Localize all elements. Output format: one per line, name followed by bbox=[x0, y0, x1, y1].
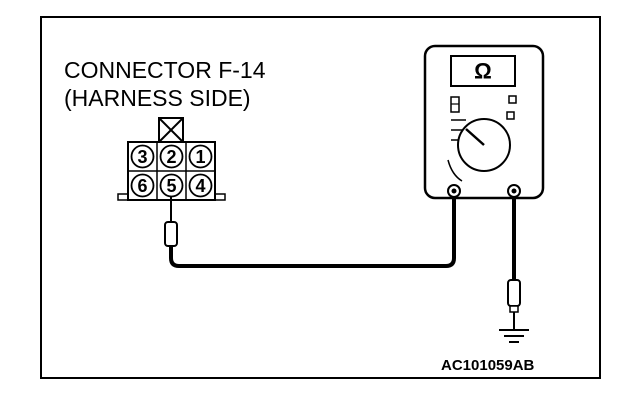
connector-flange-left bbox=[117, 193, 129, 201]
connector-subtitle: (HARNESS SIDE) bbox=[64, 85, 251, 111]
svg-text:3: 3 bbox=[137, 147, 147, 167]
test-lead-probe bbox=[169, 196, 456, 268]
diagram-frame bbox=[40, 16, 601, 379]
connector-pin-6: 6 bbox=[130, 173, 155, 198]
multimeter-terminal-right bbox=[507, 184, 521, 198]
connector-pin-1: 1 bbox=[188, 144, 213, 169]
svg-text:4: 4 bbox=[195, 176, 205, 196]
connector-pin-4: 4 bbox=[188, 173, 213, 198]
multimeter-dial-pointer bbox=[465, 128, 485, 146]
connector-title: CONNECTOR F-14 bbox=[64, 57, 266, 83]
multimeter-terminal-left bbox=[447, 184, 461, 198]
svg-text:5: 5 bbox=[166, 176, 176, 196]
ohm-symbol: Ω bbox=[474, 59, 492, 84]
multimeter: Ω bbox=[423, 44, 545, 200]
multimeter-display bbox=[450, 55, 516, 87]
ground-probe bbox=[507, 279, 521, 330]
multimeter-switch-mid bbox=[506, 111, 515, 120]
svg-text:1: 1 bbox=[195, 147, 205, 167]
connector-flange-right bbox=[214, 193, 226, 201]
connector-pin-5: 5 bbox=[159, 173, 184, 198]
ground-symbol bbox=[499, 329, 529, 343]
figure-code: AC101059AB bbox=[441, 357, 535, 374]
svg-text:6: 6 bbox=[137, 176, 147, 196]
connector-pin-2: 2 bbox=[159, 144, 184, 169]
multimeter-switch-top bbox=[508, 95, 517, 104]
svg-text:2: 2 bbox=[166, 147, 176, 167]
connector-blank-cavity bbox=[158, 117, 184, 143]
connector-f14: 3 2 1 6 5 4 bbox=[117, 117, 226, 201]
connector-probe bbox=[164, 196, 178, 247]
connector-pin-3: 3 bbox=[130, 144, 155, 169]
